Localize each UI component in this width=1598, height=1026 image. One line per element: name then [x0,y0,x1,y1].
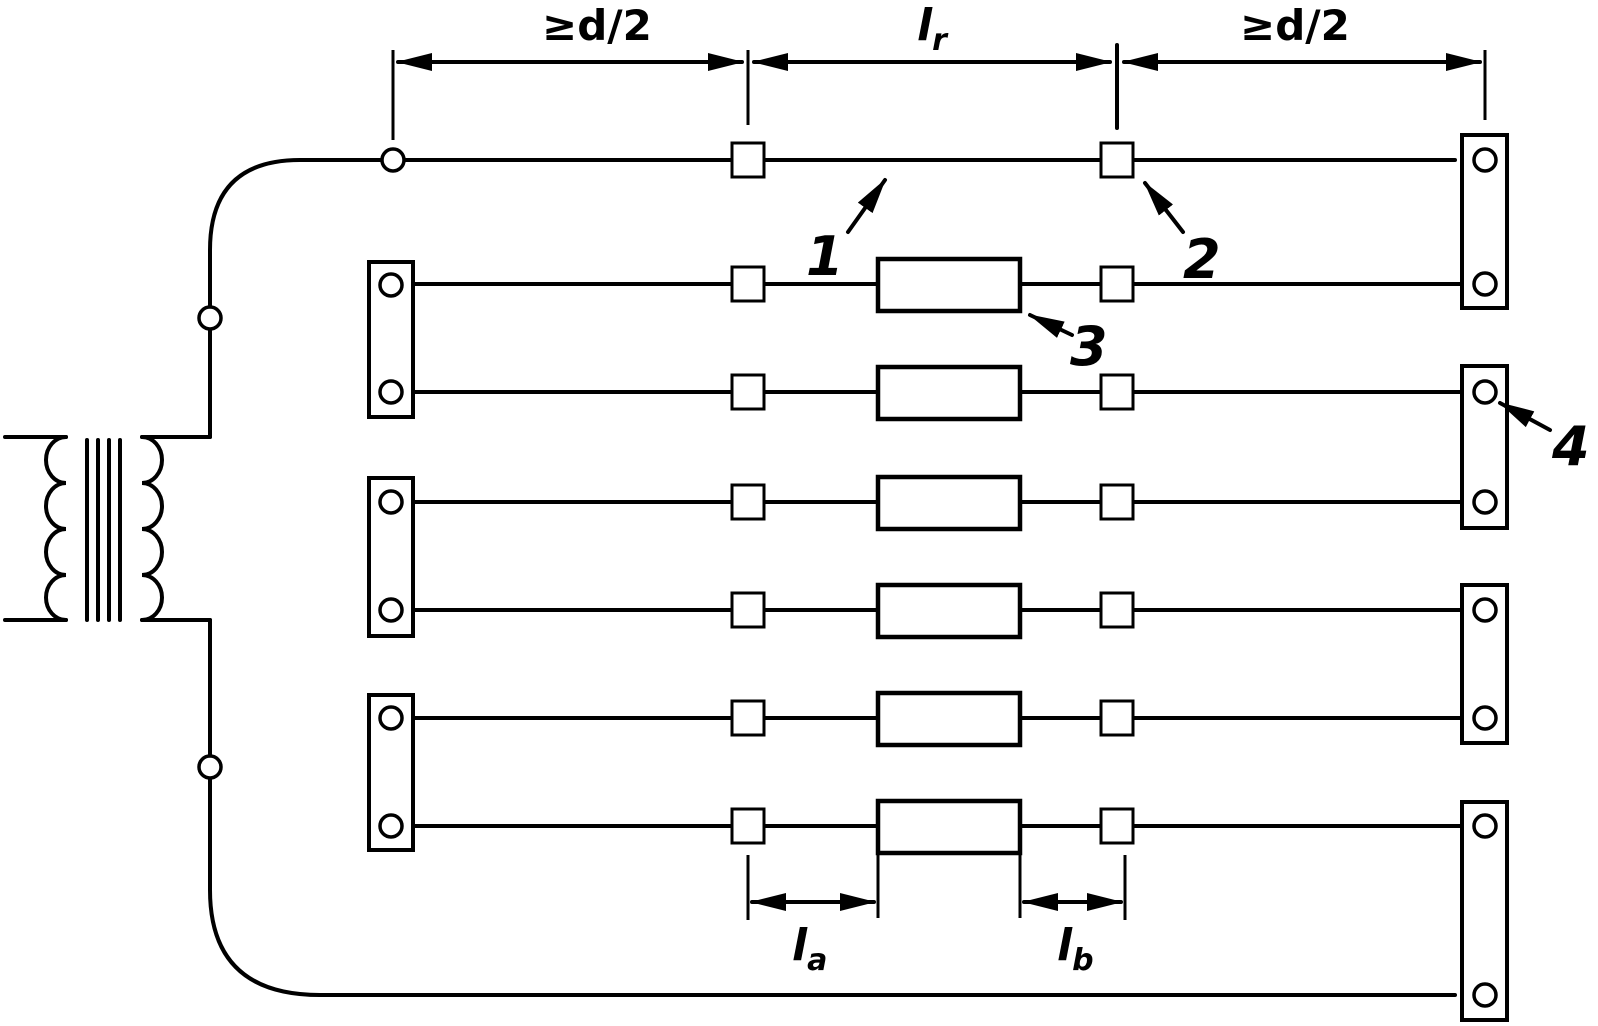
clamp-left [730,373,766,411]
bus-bar-right [1460,364,1509,530]
top-line-clamp-right [1099,141,1135,179]
test-sample [875,474,1023,532]
supply-terminal-lower [197,754,223,780]
sample-row [388,582,1472,640]
supply-terminal-upper [197,305,223,331]
right-bus-bars [1460,133,1509,1022]
callout-1: 1 [806,225,844,288]
test-sample [875,798,1023,856]
top-dimensions: ≥d/2 lr ≥d/2 [391,0,1487,140]
bus-bar-right [1460,800,1509,1022]
dim-la-label: la [792,920,827,978]
test-sample [875,582,1023,640]
bus-bar-right [1460,133,1509,310]
dim-lb-label: lb [1057,920,1094,978]
clamp-left [730,591,766,629]
bus-bar-left [367,260,415,419]
dim-left-label: ≥d/2 [542,1,652,50]
clamp-left [730,483,766,521]
test-sample [875,364,1023,422]
clamp-right [1099,699,1135,737]
sample-rows [388,256,1472,856]
clamp-right [1099,483,1135,521]
test-sample [875,256,1023,314]
clamp-left [730,807,766,845]
clamp-left [730,699,766,737]
callout-4: 4 [1551,415,1590,478]
sample-row [388,474,1472,532]
bus-bar-right [1460,583,1509,745]
callouts: 1 2 3 4 [806,178,1590,478]
callout-2: 2 [1183,228,1221,291]
sample-row [388,798,1472,856]
clamp-right [1099,265,1135,303]
supply-wiring [208,158,1457,997]
clamp-right [1099,591,1135,629]
sample-row [388,364,1472,422]
dim-center-label: lr [917,0,949,58]
callout-3: 3 [1070,315,1108,378]
top-line-terminal [380,147,406,173]
sample-row [388,690,1472,748]
top-line-clamp-left [730,141,766,179]
test-sample [875,690,1023,748]
bus-bar-left [367,693,415,852]
clamp-right [1099,807,1135,845]
left-bus-bars [367,260,415,852]
clamp-right [1099,373,1135,411]
top-line [380,141,1457,179]
clamp-left [730,265,766,303]
bottom-dimensions: la lb [746,855,1127,978]
bus-bar-left [367,476,415,638]
transformer-symbol [3,435,212,622]
sample-row [388,256,1472,314]
dim-right-label: ≥d/2 [1240,1,1350,50]
